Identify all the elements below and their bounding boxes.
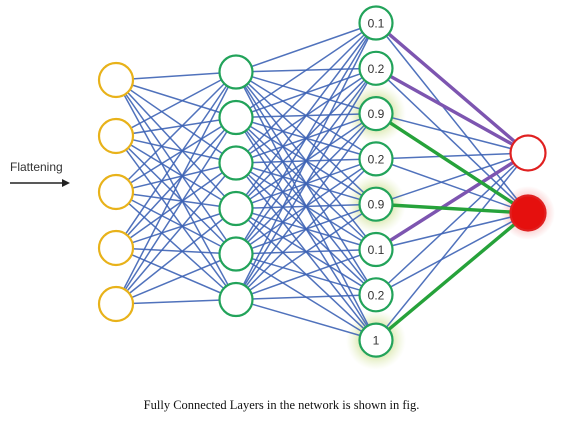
fc-node	[358, 5, 394, 41]
connection-edge	[235, 67, 377, 300]
fc-node	[358, 231, 394, 268]
node-value: 0.9	[368, 107, 385, 121]
purple-highlight-edge	[374, 151, 530, 252]
node-value: 0.1	[368, 243, 385, 257]
hidden-node	[218, 54, 254, 90]
figure-caption: Fully Connected Layers in the network is…	[143, 398, 420, 412]
connection-edge	[115, 135, 237, 210]
connection-edge	[115, 191, 237, 210]
connection-edge	[115, 71, 237, 193]
connection-edge	[115, 247, 237, 301]
node-value: 0.2	[368, 152, 385, 166]
connection-edge	[115, 298, 237, 305]
connection-edge	[235, 22, 377, 209]
connection-edge	[115, 135, 237, 164]
hidden-node	[218, 99, 254, 136]
connection-edge	[115, 117, 237, 305]
connection-edge	[375, 22, 529, 214]
connection-edge	[115, 207, 237, 249]
highlighted-edges-layer	[374, 21, 530, 342]
input-node	[97, 61, 135, 99]
connection-edge	[375, 152, 529, 341]
connection-edge	[235, 22, 377, 255]
connection-edge	[375, 152, 529, 296]
connection-edge	[235, 294, 377, 301]
right-arrow-icon	[10, 179, 70, 187]
connection-edge	[375, 152, 529, 205]
hidden-node	[218, 145, 254, 181]
hidden-node	[218, 236, 254, 272]
connection-edge	[235, 22, 377, 164]
connection-edge	[115, 253, 237, 305]
purple-highlight-edge	[374, 66, 530, 155]
output-node	[509, 194, 547, 232]
connection-edge	[115, 135, 237, 300]
fc-node	[358, 277, 394, 313]
hidden-node	[218, 281, 254, 318]
input-node	[97, 285, 135, 323]
input-node	[97, 117, 135, 155]
connection-edge	[235, 203, 377, 301]
flattening-label: Flattening	[10, 160, 70, 189]
connection-edge	[115, 71, 237, 305]
connection-edge	[235, 248, 377, 301]
purple-highlight-edge	[374, 21, 530, 155]
connection-edge	[115, 116, 237, 249]
node-value: 0.9	[368, 198, 385, 212]
node-value: 0.1	[368, 17, 385, 31]
connection-edge	[235, 22, 377, 119]
connection-edge	[115, 162, 237, 193]
connection-edge	[235, 298, 377, 341]
nodes-layer: 0.1 0.2 0.9 0.2 0.9 0.1 0.2 1	[97, 5, 547, 358]
connection-edge	[235, 113, 377, 300]
edges-layer	[115, 22, 529, 341]
fc-node	[358, 186, 394, 222]
fc-node	[358, 322, 394, 358]
connection-edge	[375, 158, 529, 214]
connection-edge	[115, 71, 237, 249]
fc-node	[358, 50, 394, 86]
input-node	[97, 173, 135, 211]
fc-node	[358, 141, 394, 177]
connection-edge	[375, 67, 529, 214]
connection-edge	[115, 162, 237, 249]
connection-edge	[115, 116, 237, 193]
connection-edge	[115, 135, 237, 255]
connection-edge	[115, 207, 237, 305]
node-value: 1	[373, 334, 380, 348]
output-node	[509, 134, 547, 172]
connection-edge	[375, 212, 529, 296]
connection-edge	[235, 22, 377, 300]
connection-edge	[375, 112, 529, 154]
connection-edge	[115, 162, 237, 305]
connection-edge	[375, 212, 529, 251]
green-highlight-edge	[374, 111, 530, 215]
flattening-text: Flattening	[10, 160, 63, 174]
green-highlight-edge	[374, 211, 530, 342]
connection-edge	[115, 247, 237, 255]
fc-node	[358, 95, 394, 132]
green-highlight-edge	[374, 202, 530, 215]
connection-edge	[115, 71, 237, 81]
connection-edge	[115, 71, 237, 137]
connection-edge	[115, 191, 237, 255]
connection-edge	[115, 191, 237, 301]
node-value: 0.2	[368, 288, 385, 302]
connection-edge	[235, 22, 377, 73]
connection-edge	[115, 79, 237, 164]
connection-edge	[235, 158, 377, 301]
network-svg: 0.1 0.2 0.9 0.2 0.9 0.1 0.2 1	[97, 5, 555, 371]
node-value: 0.2	[368, 62, 385, 76]
connection-edge	[115, 116, 237, 137]
input-node	[97, 229, 135, 267]
connection-edge	[375, 152, 529, 160]
hidden-node	[218, 190, 254, 227]
